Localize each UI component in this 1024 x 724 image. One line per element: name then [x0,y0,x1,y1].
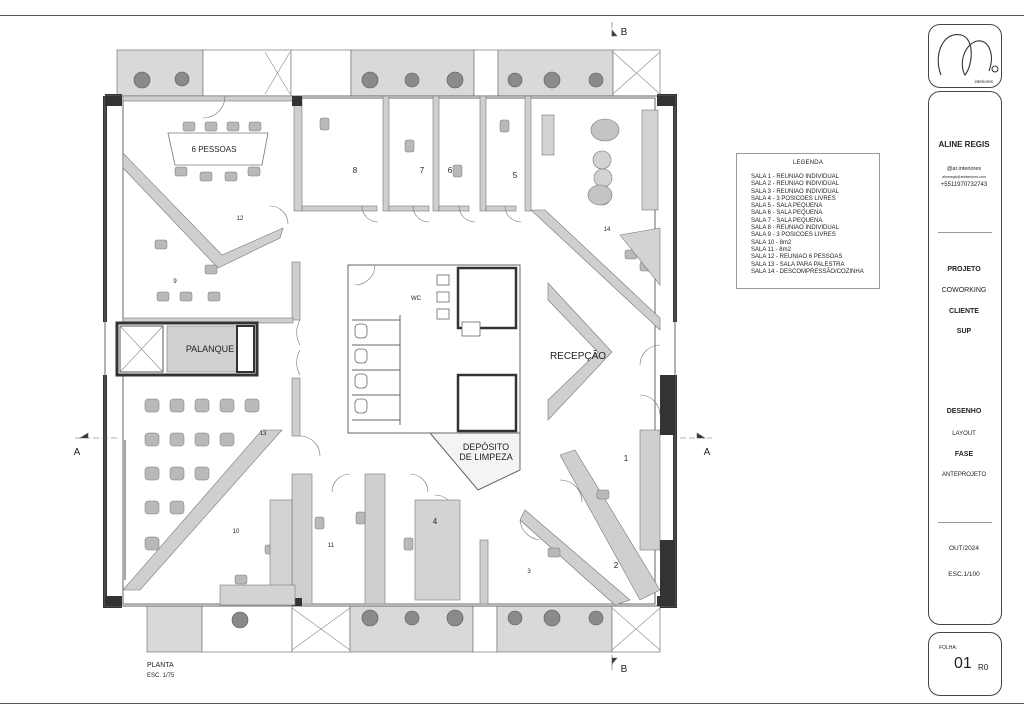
date-text: OUT/2024 [949,545,979,552]
fase-value: ANTEPROJETO [941,472,987,478]
room-10-label: 10 [233,529,240,535]
logo-box: interiores [928,24,1002,88]
legend-item: SALA 13 - SALA PARA PALESTRA [751,261,845,268]
folha-number: 01 [954,655,972,672]
cliente-label: CLIENTE [949,308,979,315]
instagram-handle: @ar.interiores [946,166,982,172]
window-marks [264,51,661,651]
shrubs [133,71,604,629]
room-13-label: 13 [260,431,267,437]
deposito-label-2: DE LIMPEZA [459,452,513,462]
legend-item: SALA 10 - 8m2 [751,239,792,246]
palanque-block [115,321,259,377]
folha-label: FOLHA: [939,645,958,651]
room-1-label: 1 [624,454,629,463]
section-b-top: B [621,27,628,38]
legend-item: SALA 4 - 3 POSICOES LIVRES [751,195,836,202]
recepcao-label: RECEPÇÃO [550,349,606,362]
divider [938,232,992,233]
plan-caption-title: PLANTA [147,662,174,669]
room-5-label: 5 [513,171,518,180]
legend-item: SALA 3 - REUNIAO INDIVIDUAL [751,188,840,195]
legend-box: LEGENDA SALA 1 - REUNIAO INDIVIDUAL SALA… [736,153,880,289]
legend-item: SALA 6 - SALA PEQUENA [751,210,823,217]
room-6-label: 6 [448,166,453,175]
cliente-value: SUP [956,328,972,335]
desks [219,499,461,606]
email-text: alineregis@arinteriores.com [942,175,986,179]
section-lines [75,22,712,672]
sheet-bottom-border [0,703,1024,704]
projeto-label: PROJETO [947,266,981,273]
revision-text: R0 [978,663,989,672]
legend-item: SALA 7 - SALA PEQUENA [751,217,823,224]
room-2-label: 2 [614,561,619,570]
title-block-main [928,91,1002,625]
sheet-number-box: FOLHA: 01 R0 [928,632,1002,696]
meeting-table [167,132,269,166]
wc-block [347,264,521,491]
door-swings [202,95,661,541]
room-8-label: 8 [353,166,358,175]
palanque-label: PALANQUE [186,344,234,354]
room-14-label: 14 [604,227,611,233]
legend-item: SALA 12 - REUNIAO 6 PESSOAS [751,254,843,261]
designer-name: ALINE REGIS [938,140,990,149]
legend-item: SALA 14 - DESCOMPRESSÃO/COZINHA [751,268,864,275]
section-a-left: A [74,447,81,458]
room-11-label: 11 [328,543,335,549]
legend-item: SALA 8 - REUNIAO INDIVIDUAL [751,225,840,232]
top-planters [116,49,661,97]
section-b-bottom: B [621,664,628,675]
desenho-label: DESENHO [946,408,982,415]
bottom-planters [146,605,661,653]
legend-item: SALA 9 - 3 POSICOES LIVRES [751,232,836,239]
phone-text: +5511970732743 [940,182,988,188]
legend-item: SALA 11 - 8m2 [751,246,791,253]
legend-item: SALA 5 - SALA PEQUENA [751,203,823,210]
room-9-label: 9 [173,279,177,285]
lounge-furniture [541,109,661,286]
legend-item: SALA 2 - REUNIAO INDIVIDUAL [751,181,840,188]
toilets [354,274,481,414]
room-4-label: 4 [433,517,438,526]
room-3-label: 3 [527,569,531,575]
legend-title: LEGENDA [792,160,824,166]
section-a-right: A [704,447,711,458]
six-people-label: 6 PESSOAS [192,145,237,154]
legend-item: SALA 1 - REUNIAO INDIVIDUAL [751,174,840,180]
ar-logo-icon [937,34,999,76]
scale-text: ESC.1/100 [948,571,980,578]
room-12-label: 12 [237,216,244,222]
divider [938,522,992,523]
plan-caption-scale: ESC. 1/75 [147,673,175,679]
pillars [105,96,675,606]
partitions [122,95,661,606]
wc-label: WC [411,296,422,302]
fase-label: FASE [954,451,974,458]
chairs [144,117,653,588]
legend-list: SALA 1 - REUNIAO INDIVIDUAL SALA 2 - REU… [751,174,879,276]
room-7-label: 7 [420,166,425,175]
logo-caption: interiores [974,79,993,84]
projeto-value: COWORKING [941,287,987,294]
deposito-label-1: DEPÓSITO [463,442,509,452]
sheet-top-border [0,15,1024,16]
desenho-value: LAYOUT [952,431,976,437]
